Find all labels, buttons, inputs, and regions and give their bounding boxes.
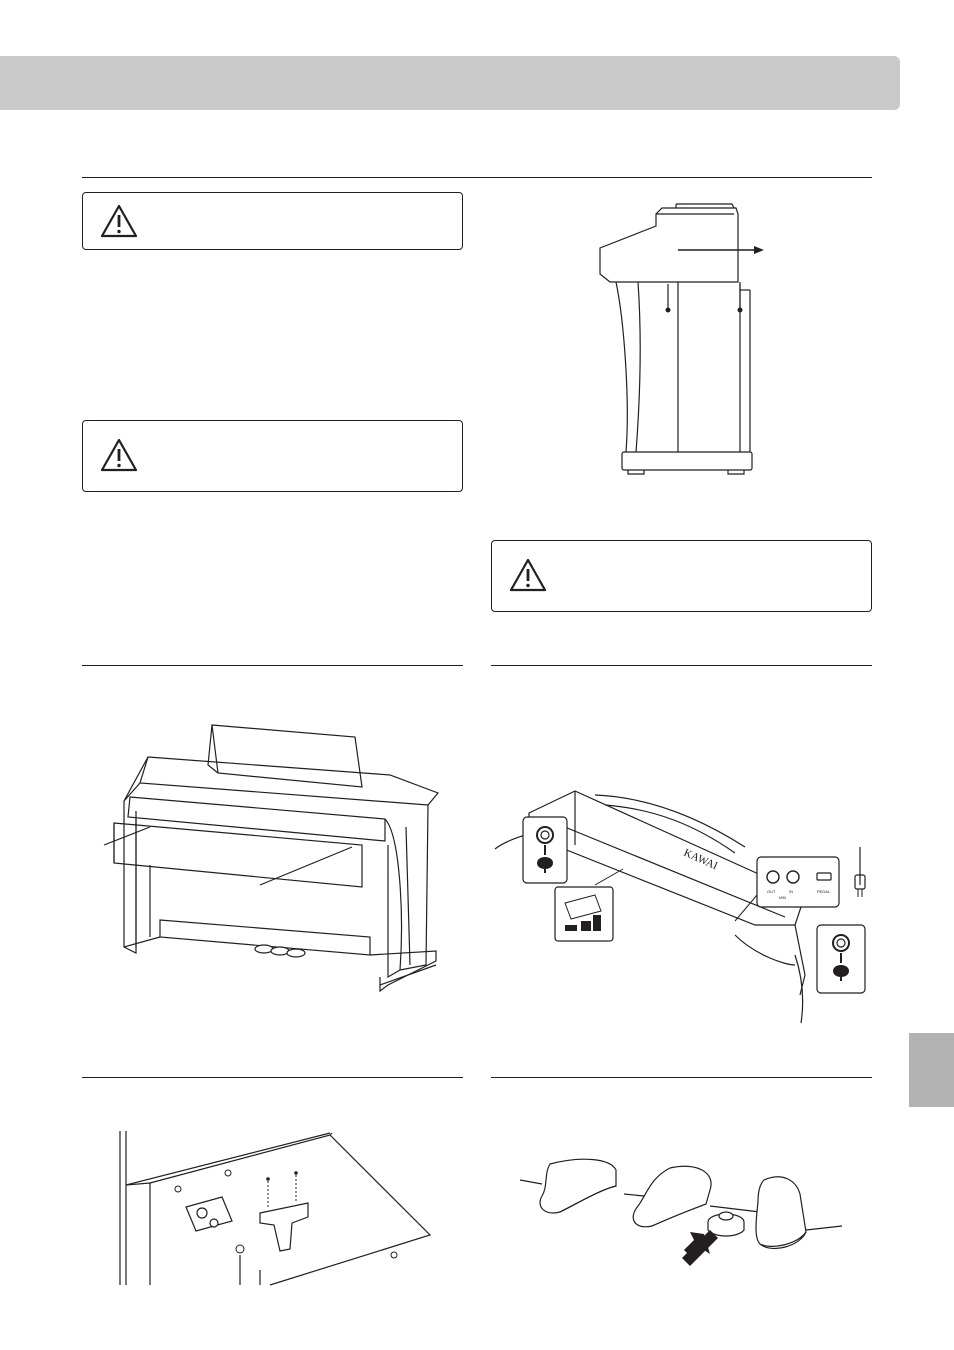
warning-box-1	[82, 192, 463, 250]
warning-triangle-icon	[100, 204, 138, 238]
warning-triangle-icon	[509, 558, 547, 592]
piano-front-view-figure	[100, 715, 450, 995]
piano-side-view-figure	[590, 200, 764, 480]
pedal-adjuster-figure	[520, 1150, 850, 1266]
connector-label-midi: MIDI	[779, 896, 786, 900]
section-rule-right-3	[491, 1077, 872, 1078]
warning-triangle-icon	[100, 438, 138, 472]
brand-mark: KAWAI	[682, 847, 720, 873]
connector-label-out: OUT	[767, 889, 776, 894]
section-rule-left-3	[82, 1077, 463, 1078]
connector-label-pedal: PEDAL	[817, 889, 831, 894]
rear-connection-figure: KAWAI OUT IN MIDI PEDAL	[495, 775, 875, 1025]
warning-box-3	[491, 540, 872, 612]
connector-label-in: IN	[789, 889, 793, 894]
chapter-side-tab	[909, 1033, 954, 1107]
underside-bracket-figure	[110, 1125, 440, 1290]
section-rule-left-2	[82, 665, 463, 666]
warning-box-2	[82, 420, 463, 492]
section-header-band	[0, 56, 900, 110]
section-rule-top	[82, 177, 872, 178]
section-rule-right-2	[491, 665, 872, 666]
